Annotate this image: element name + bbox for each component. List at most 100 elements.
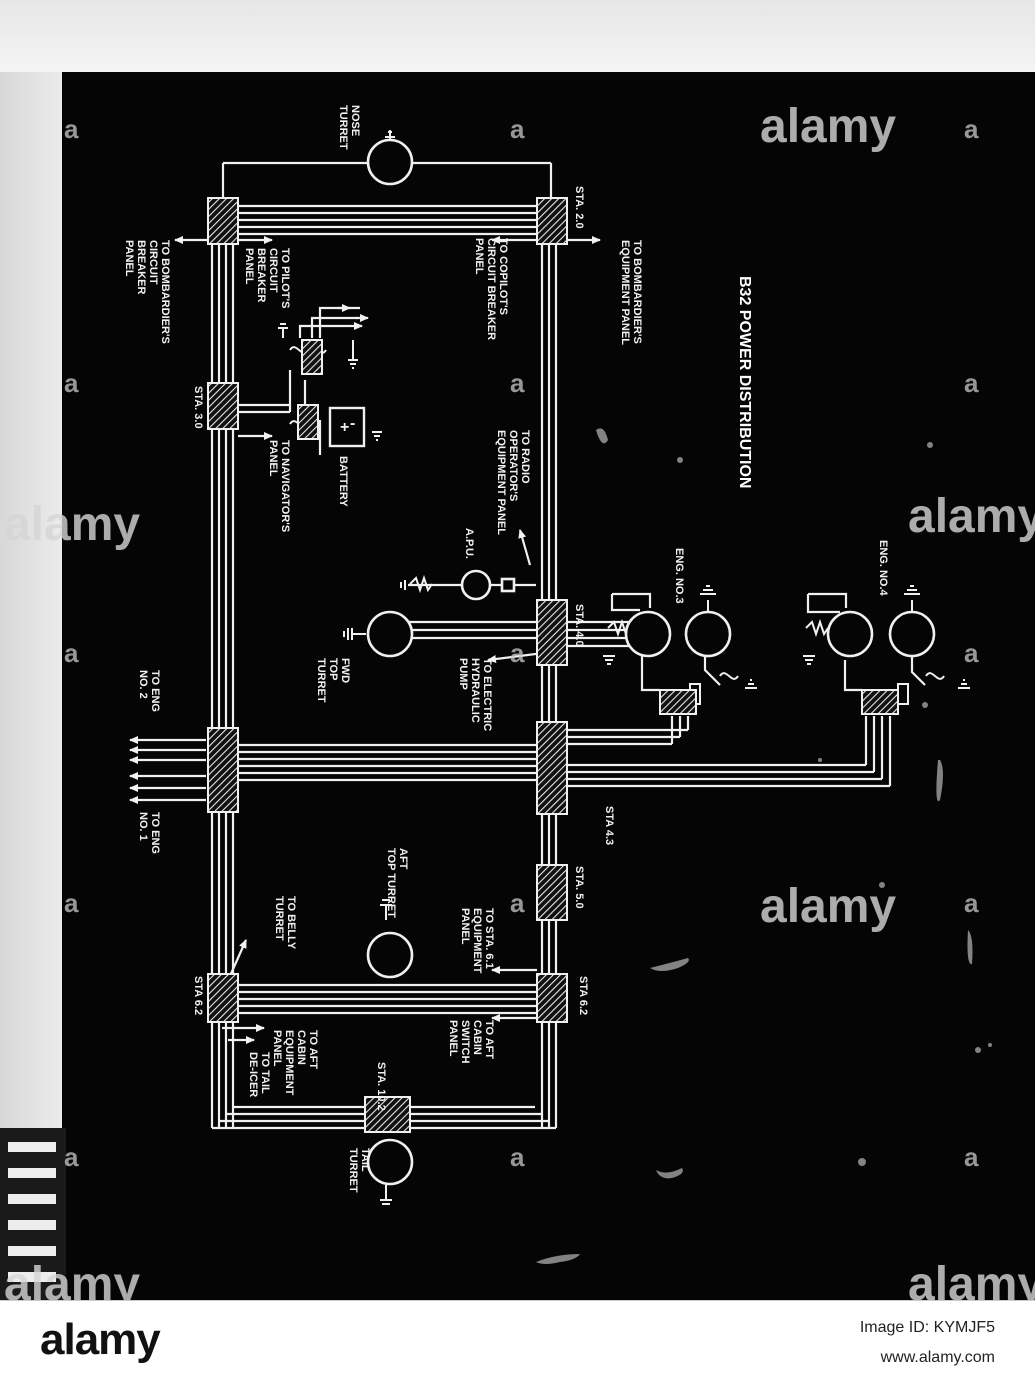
- nose-turret-label: TURRET: [337, 105, 349, 150]
- watermark-text: alamy: [760, 100, 896, 153]
- svg-text:+: +: [340, 419, 349, 436]
- station-block: [861, 689, 899, 715]
- tail-turret-label: TAIL: [359, 1148, 371, 1172]
- diagram-title: B32 POWER DISTRIBUTION: [736, 276, 753, 488]
- svg-text:a: a: [510, 1142, 525, 1172]
- station-block: [536, 973, 568, 1023]
- aft-cabin-switch-label: CABIN: [471, 1020, 483, 1055]
- svg-text:a: a: [964, 114, 979, 144]
- eng4-label: ENG. NO.4: [877, 540, 889, 597]
- eng1-label: TO ENG: [149, 812, 161, 854]
- bombardier-cb-label: CIRCUIT: [147, 240, 159, 285]
- tail-turret-label: TURRET: [347, 1148, 359, 1193]
- scan-margin-left: [0, 0, 62, 1300]
- pilot-cb-label: BREAKER: [255, 248, 267, 302]
- station-label: STA 6.2: [192, 976, 204, 1015]
- nose-turret-label: NOSE: [349, 105, 361, 136]
- station-block: [207, 197, 239, 245]
- svg-text:a: a: [964, 888, 979, 918]
- aft-cabin-equip-label: PANEL: [271, 1030, 283, 1067]
- aft-cabin-equip-label: EQUIPMENT: [283, 1030, 295, 1096]
- radio-label: OPERATOR'S: [507, 430, 519, 501]
- battery-label: BATTERY: [337, 456, 349, 507]
- bombardier-cb-label: BREAKER: [135, 240, 147, 294]
- stock-logo: alamy: [40, 1315, 161, 1364]
- svg-text:a: a: [64, 638, 79, 668]
- image-id: Image ID: KYMJF5: [859, 1319, 995, 1336]
- bombardier-cb-label: TO BOMBARDIER'S: [159, 240, 171, 344]
- station-label: STA 4.3: [603, 806, 615, 845]
- station-block: [364, 1096, 411, 1133]
- pilot-cb-label: PANEL: [243, 248, 255, 285]
- eng3-label: ENG. NO.3: [673, 548, 685, 604]
- pilot-cb-label: CIRCUIT: [267, 248, 279, 293]
- aft-top-turret-label: AFT: [397, 848, 409, 870]
- stock-footer: alamy Image ID: KYMJF5 www.alamy.com: [0, 1300, 1035, 1391]
- aft-cabin-switch-label: SWITCH: [459, 1020, 471, 1063]
- station-block: [536, 864, 568, 921]
- watermark-text: alamy: [760, 880, 896, 933]
- svg-text:a: a: [510, 638, 525, 668]
- aft-cabin-switch-label: PANEL: [447, 1020, 459, 1057]
- navigator-label: TO NAVIGATOR'S: [279, 440, 291, 532]
- sta61-label: EQUIPMENT: [471, 908, 483, 974]
- apu-label: A.P.U.: [463, 528, 475, 559]
- station-label: STA. 3.0: [192, 386, 204, 429]
- aft-top-turret-label: TOP TURRET: [385, 848, 397, 918]
- station-block: [301, 339, 323, 375]
- svg-text:a: a: [510, 368, 525, 398]
- radio-label: EQUIPMENT PANEL: [495, 430, 507, 535]
- station-block: [536, 721, 568, 815]
- eng1-label: NO. 1: [137, 812, 149, 841]
- film-edge-strip: [0, 1128, 66, 1300]
- station-block: [207, 382, 239, 430]
- fwd-turret-label: TOP: [327, 658, 339, 680]
- svg-text:a: a: [64, 1142, 79, 1172]
- svg-text:a: a: [964, 1142, 979, 1172]
- aft-cabin-equip-label: CABIN: [295, 1030, 307, 1065]
- belly-turret-label: TO BELLY: [285, 896, 297, 950]
- hydraulic-label: HYDRAULIC: [469, 658, 481, 723]
- station-block: [659, 689, 697, 715]
- svg-text:a: a: [64, 368, 79, 398]
- station-label: STA. 4.0: [573, 604, 585, 647]
- station-block: [207, 727, 239, 813]
- scan-margin-top: [0, 0, 1035, 72]
- watermark-text: alamy: [908, 490, 1035, 543]
- station-label: STA. 5.0: [573, 866, 585, 909]
- svg-text:a: a: [964, 368, 979, 398]
- sta61-label: PANEL: [459, 908, 471, 945]
- svg-text:a: a: [510, 888, 525, 918]
- hydraulic-label: TO ELECTRIC: [481, 658, 493, 731]
- bombardier-equipment-label: TO BOMBARDIER'S: [631, 240, 643, 344]
- navigator-label: PANEL: [267, 440, 279, 477]
- watermark-text: alamy: [4, 1258, 140, 1300]
- stock-url: www.alamy.com: [880, 1349, 995, 1366]
- svg-text:a: a: [510, 114, 525, 144]
- copilot-cb-label: CIRCUIT BREAKER: [485, 238, 497, 340]
- station-block: [536, 197, 568, 245]
- station-label: STA. 10.2: [375, 1062, 387, 1111]
- bombardier-cb-label: PANEL: [123, 240, 135, 277]
- pilot-cb-label: TO PILOT'S: [279, 248, 291, 308]
- fwd-turret-label: TURRET: [315, 658, 327, 703]
- power-distribution-diagram: + - B32 POWER DISTRIBUTION STA. 2.0 STA.…: [4, 100, 1035, 1300]
- copilot-cb-label: PANEL: [473, 238, 485, 275]
- bombardier-equipment-label: EQUIPMENT PANEL: [619, 240, 631, 345]
- tail-deicer-label: TO TAIL: [259, 1052, 271, 1094]
- sta61-label: TO STA. 6.1: [483, 908, 495, 969]
- station-label: STA 6.2: [577, 976, 589, 1015]
- hydraulic-label: PUMP: [457, 658, 469, 690]
- eng2-label: NO. 2: [137, 670, 149, 699]
- watermark-text: alamy: [908, 1258, 1035, 1300]
- station-block: [297, 404, 319, 440]
- radio-label: TO RADIO: [519, 430, 531, 484]
- tail-deicer-label: DE-ICER: [247, 1052, 259, 1097]
- station-block: [536, 599, 568, 666]
- svg-text:a: a: [64, 888, 79, 918]
- belly-turret-label: TURRET: [273, 896, 285, 941]
- copilot-cb-label: TO COPILOT'S: [497, 238, 509, 315]
- svg-text:a: a: [64, 114, 79, 144]
- station-label: STA. 2.0: [573, 186, 585, 229]
- svg-text:a: a: [964, 638, 979, 668]
